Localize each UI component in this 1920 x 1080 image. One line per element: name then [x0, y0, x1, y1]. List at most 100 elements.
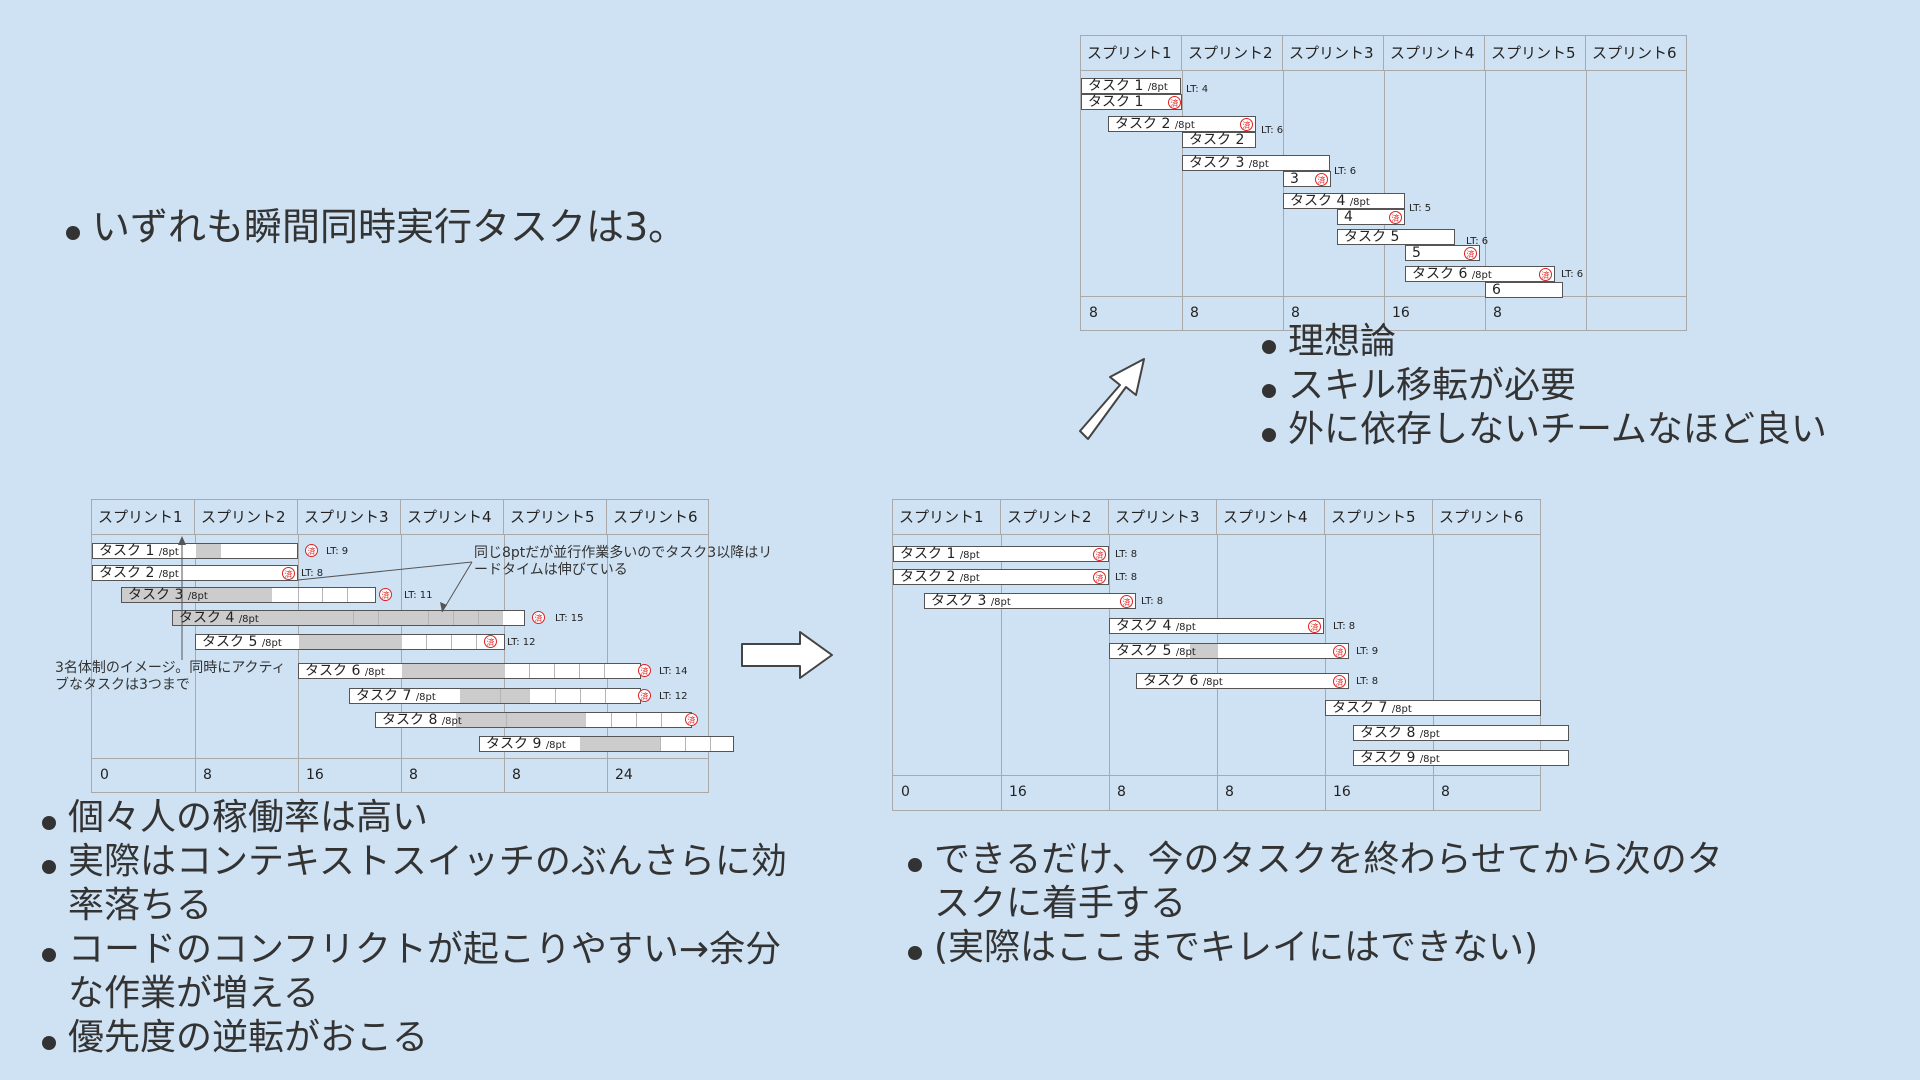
task-label: タスク 1 [1088, 94, 1144, 110]
lead-time: LT: 12 [659, 691, 688, 702]
lead-time: LT: 6 [1334, 166, 1357, 177]
task-label: 4 [1344, 209, 1353, 225]
done-icon: 済 [1389, 211, 1402, 224]
task-bar: タスク 5 [1337, 229, 1455, 245]
task-label: タスク 8 [382, 712, 438, 728]
lead-time: LT: 9 [1356, 646, 1379, 657]
bullet-item: 理想論 [1258, 320, 1898, 364]
diagonal-arrow-icon [1079, 358, 1145, 440]
task-bar: タスク 2 [1182, 132, 1256, 148]
done-icon: 済 [1539, 268, 1552, 281]
task-points: /8pt [1471, 270, 1492, 281]
done-icon: 済 [1093, 548, 1106, 561]
task-points: /8pt [238, 614, 259, 625]
velocity-value: 8 [1089, 305, 1098, 321]
lead-time: LT: 8 [1115, 549, 1138, 560]
task-bar: タスク 9 /8pt [1353, 750, 1569, 766]
sprint-header: スプリント4 [401, 500, 504, 534]
sprint-header: スプリント6 [1592, 44, 1677, 62]
task-points: /8pt [1248, 159, 1269, 170]
done-icon: 済 [379, 588, 392, 601]
callout-lines [178, 536, 473, 660]
bullet-item: (実際はここまでキレイにはできない) [904, 926, 1724, 970]
lead-time: LT: 6 [1261, 125, 1284, 136]
task-bar: タスク 8 /8pt [375, 712, 692, 728]
sprint-board-focused: スプリント1 スプリント2 スプリント3 スプリント4 スプリント5 スプリント… [892, 499, 1569, 811]
velocity-value: 8 [1117, 784, 1126, 800]
task-points: /8pt [415, 692, 436, 703]
task-points: /8pt [158, 569, 179, 580]
done-icon: 済 [638, 664, 651, 677]
bullet-item: 実際はコンテキストスイッチのぶんさらに効率落ちる [38, 840, 808, 928]
velocity-value: 8 [409, 767, 418, 783]
velocity-value: 8 [1190, 305, 1199, 321]
lead-time: LT: 12 [507, 637, 536, 648]
task-bar: 6 [1485, 282, 1563, 298]
task-bar: タスク 7 /8pt [1325, 700, 1541, 716]
lead-time: LT: 15 [555, 613, 584, 624]
sprint-header: スプリント4 [1217, 500, 1325, 534]
task-label: タスク 3 [931, 593, 987, 609]
sprint-header: スプリント4 [1384, 36, 1485, 70]
done-icon: 済 [1308, 620, 1321, 633]
lead-time: LT: 6 [1466, 236, 1489, 247]
sprint-header: スプリント6 [1439, 508, 1524, 526]
task-bar: タスク 9 /8pt [479, 736, 734, 752]
velocity-value: 16 [1333, 784, 1351, 800]
lead-time: LT: 8 [1333, 621, 1356, 632]
velocity-value: 0 [901, 784, 910, 800]
sprint-header: スプリント2 [1182, 36, 1283, 70]
task-bar: タスク 2 /8pt 済 [92, 565, 298, 581]
task-label: タスク 2 [900, 569, 956, 585]
sprint-header: スプリント5 [504, 500, 607, 534]
sprint-header: スプリント2 [195, 500, 298, 534]
sprint-header-row: スプリント1 スプリント2 スプリント3 スプリント4 スプリント5 スプリント… [893, 500, 1540, 535]
task-label: タスク 5 [1344, 229, 1400, 245]
task-bar: タスク 1 /8pt [92, 543, 298, 559]
sprint-header: スプリント1 [893, 500, 1001, 534]
task-points: /8pt [1174, 120, 1195, 131]
task-label: タスク 2 [1189, 132, 1245, 148]
velocity-value: 8 [1225, 784, 1234, 800]
lead-time: LT: 8 [301, 568, 324, 579]
bullet-item: スキル移転が必要 [1258, 364, 1898, 408]
task-points: /8pt [959, 573, 980, 584]
sprint-header: スプリント3 [298, 500, 401, 534]
task-label: 6 [1492, 282, 1501, 298]
velocity-value: 16 [1009, 784, 1027, 800]
task-label: タスク 4 [1116, 618, 1172, 634]
sprint-header: スプリント3 [1283, 36, 1384, 70]
sprint-header-row: スプリント1 スプリント2 スプリント3 スプリント4 スプリント5 スプリント… [92, 500, 708, 535]
done-icon: 済 [638, 689, 651, 702]
velocity-value: 16 [1392, 305, 1410, 321]
task-bar: タスク 4 /8pt [172, 610, 525, 626]
sprint-header: スプリント2 [1001, 500, 1109, 534]
velocity-value: 8 [1291, 305, 1300, 321]
done-icon: 済 [1333, 675, 1346, 688]
task-label: タスク 2 [99, 565, 155, 581]
lead-time: LT: 6 [1561, 269, 1584, 280]
task-bar: タスク 3 /8pt 済 [924, 593, 1136, 609]
task-bar: タスク 4 /8pt [1283, 193, 1405, 209]
task-points: /8pt [1349, 197, 1370, 208]
task-label: タスク 4 [1290, 193, 1346, 209]
done-icon: 済 [1333, 645, 1346, 658]
velocity-value: 16 [306, 767, 324, 783]
lead-time: LT: 4 [1186, 84, 1209, 95]
done-icon: 済 [1168, 96, 1181, 109]
bullet-item: 個々人の稼働率は高い [38, 796, 808, 840]
task-bar: タスク 1 済 [1081, 94, 1182, 110]
task-points: /8pt [441, 716, 462, 727]
done-icon: 済 [1120, 595, 1133, 608]
task-points: /8pt [990, 597, 1011, 608]
lead-time: LT: 8 [1115, 572, 1138, 583]
done-icon: 済 [1093, 571, 1106, 584]
velocity-value: 8 [203, 767, 212, 783]
sprint-header-row: スプリント1 スプリント2 スプリント3 スプリント4 スプリント5 スプリント… [1081, 36, 1686, 71]
